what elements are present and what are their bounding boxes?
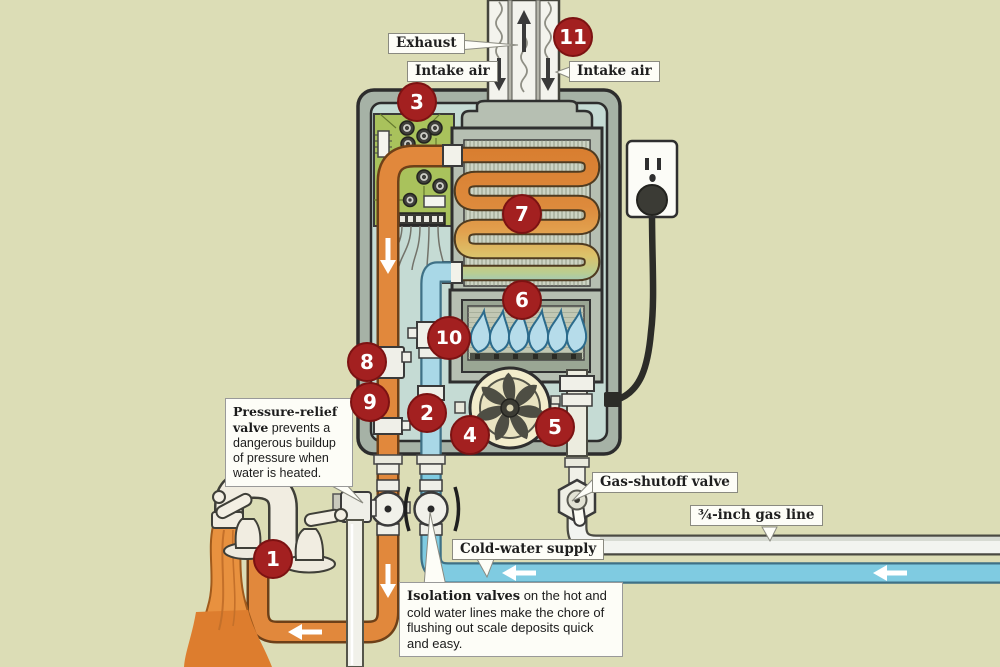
faucet-handle-right: [282, 508, 348, 574]
badge-11-number: 11: [559, 25, 587, 49]
badge-8-number: 8: [360, 350, 374, 374]
isolation-valves-callout-body: on the hot and cold water lines make the…: [407, 588, 607, 651]
pressure-relief-callout: Pressure-relief valve prevents a dangero…: [225, 398, 353, 487]
isolation-valves-callout: Isolation valves on the hot and cold wat…: [399, 582, 623, 657]
cold-water-supply-label: Cold-water supply: [452, 539, 605, 560]
water-stream: [184, 525, 272, 667]
gas-shutoff-valve-label: Gas-shutoff valve: [592, 472, 738, 493]
badge-7-number: 7: [515, 202, 529, 226]
gas-line-text: ¾-inch gas line: [698, 507, 815, 523]
callout-badge-3: 3: [397, 82, 437, 122]
drain-pipe: [346, 519, 364, 667]
hot-outlet-flange: [442, 144, 463, 167]
chip-horizontal: [423, 195, 446, 208]
badge-10-number: 10: [435, 327, 463, 349]
faucet-handle-left: [212, 490, 271, 560]
callout-badge-9: 9: [350, 382, 390, 422]
callout-badge-8: 8: [347, 342, 387, 382]
callout-badge-4: 4: [450, 415, 490, 455]
exhaust-up-arrow: [517, 10, 531, 52]
combustion-fan: [454, 366, 560, 450]
power-cord: [604, 209, 657, 407]
callout-badge-7: 7: [502, 194, 542, 234]
pressure-relief-callout-lead: Pressure-relief valve: [233, 404, 338, 435]
badge-1-number: 1: [266, 547, 280, 571]
power-outlet: [625, 139, 679, 219]
badge-9-number: 9: [363, 390, 377, 414]
badge-6-number: 6: [515, 288, 529, 312]
brace-left: [403, 486, 411, 532]
isolation-valves-callout-lead: Isolation valves: [407, 589, 521, 604]
burner-flames: [469, 310, 588, 359]
callout-badge-2: 2: [407, 393, 447, 433]
gas-line-label: ¾-inch gas line: [690, 505, 823, 526]
intake-air-left-label: Intake air: [407, 61, 498, 82]
intake-air-right-text: Intake air: [577, 63, 652, 79]
exhaust-label-text: Exhaust: [396, 35, 457, 51]
gas-shutoff-valve-text: Gas-shutoff valve: [600, 474, 730, 490]
badge-3-number: 3: [410, 90, 424, 114]
intake-air-right-label: Intake air: [569, 61, 660, 82]
exhaust-label: Exhaust: [388, 33, 465, 54]
callout-badge-10: 10: [427, 316, 471, 360]
vent-pipe: [486, 0, 561, 114]
callout-badge-5: 5: [535, 407, 575, 447]
flow-arrows: [288, 238, 907, 640]
pressure-relief-callout-body: prevents a dangerous buildup of pressure…: [233, 421, 336, 480]
callout-badge-1: 1: [253, 539, 293, 579]
badge-2-number: 2: [420, 401, 434, 425]
plug: [636, 184, 668, 216]
isolation-valve-hot: [365, 454, 411, 536]
heat-exchanger-coil: [450, 146, 601, 282]
callout-badge-6: 6: [502, 280, 542, 320]
intake-air-left-text: Intake air: [415, 63, 490, 79]
intake-down-arrow-right: [541, 58, 555, 91]
brace-right: [453, 486, 461, 532]
cold-water-supply-text: Cold-water supply: [460, 541, 597, 557]
badge-5-number: 5: [548, 415, 562, 439]
hot-water-pipe: [246, 144, 451, 644]
callout-badge-11: 11: [553, 17, 593, 57]
badge-4-number: 4: [463, 423, 477, 447]
chip-vertical: [377, 130, 390, 158]
gas-shutoff-valve: [557, 457, 597, 527]
